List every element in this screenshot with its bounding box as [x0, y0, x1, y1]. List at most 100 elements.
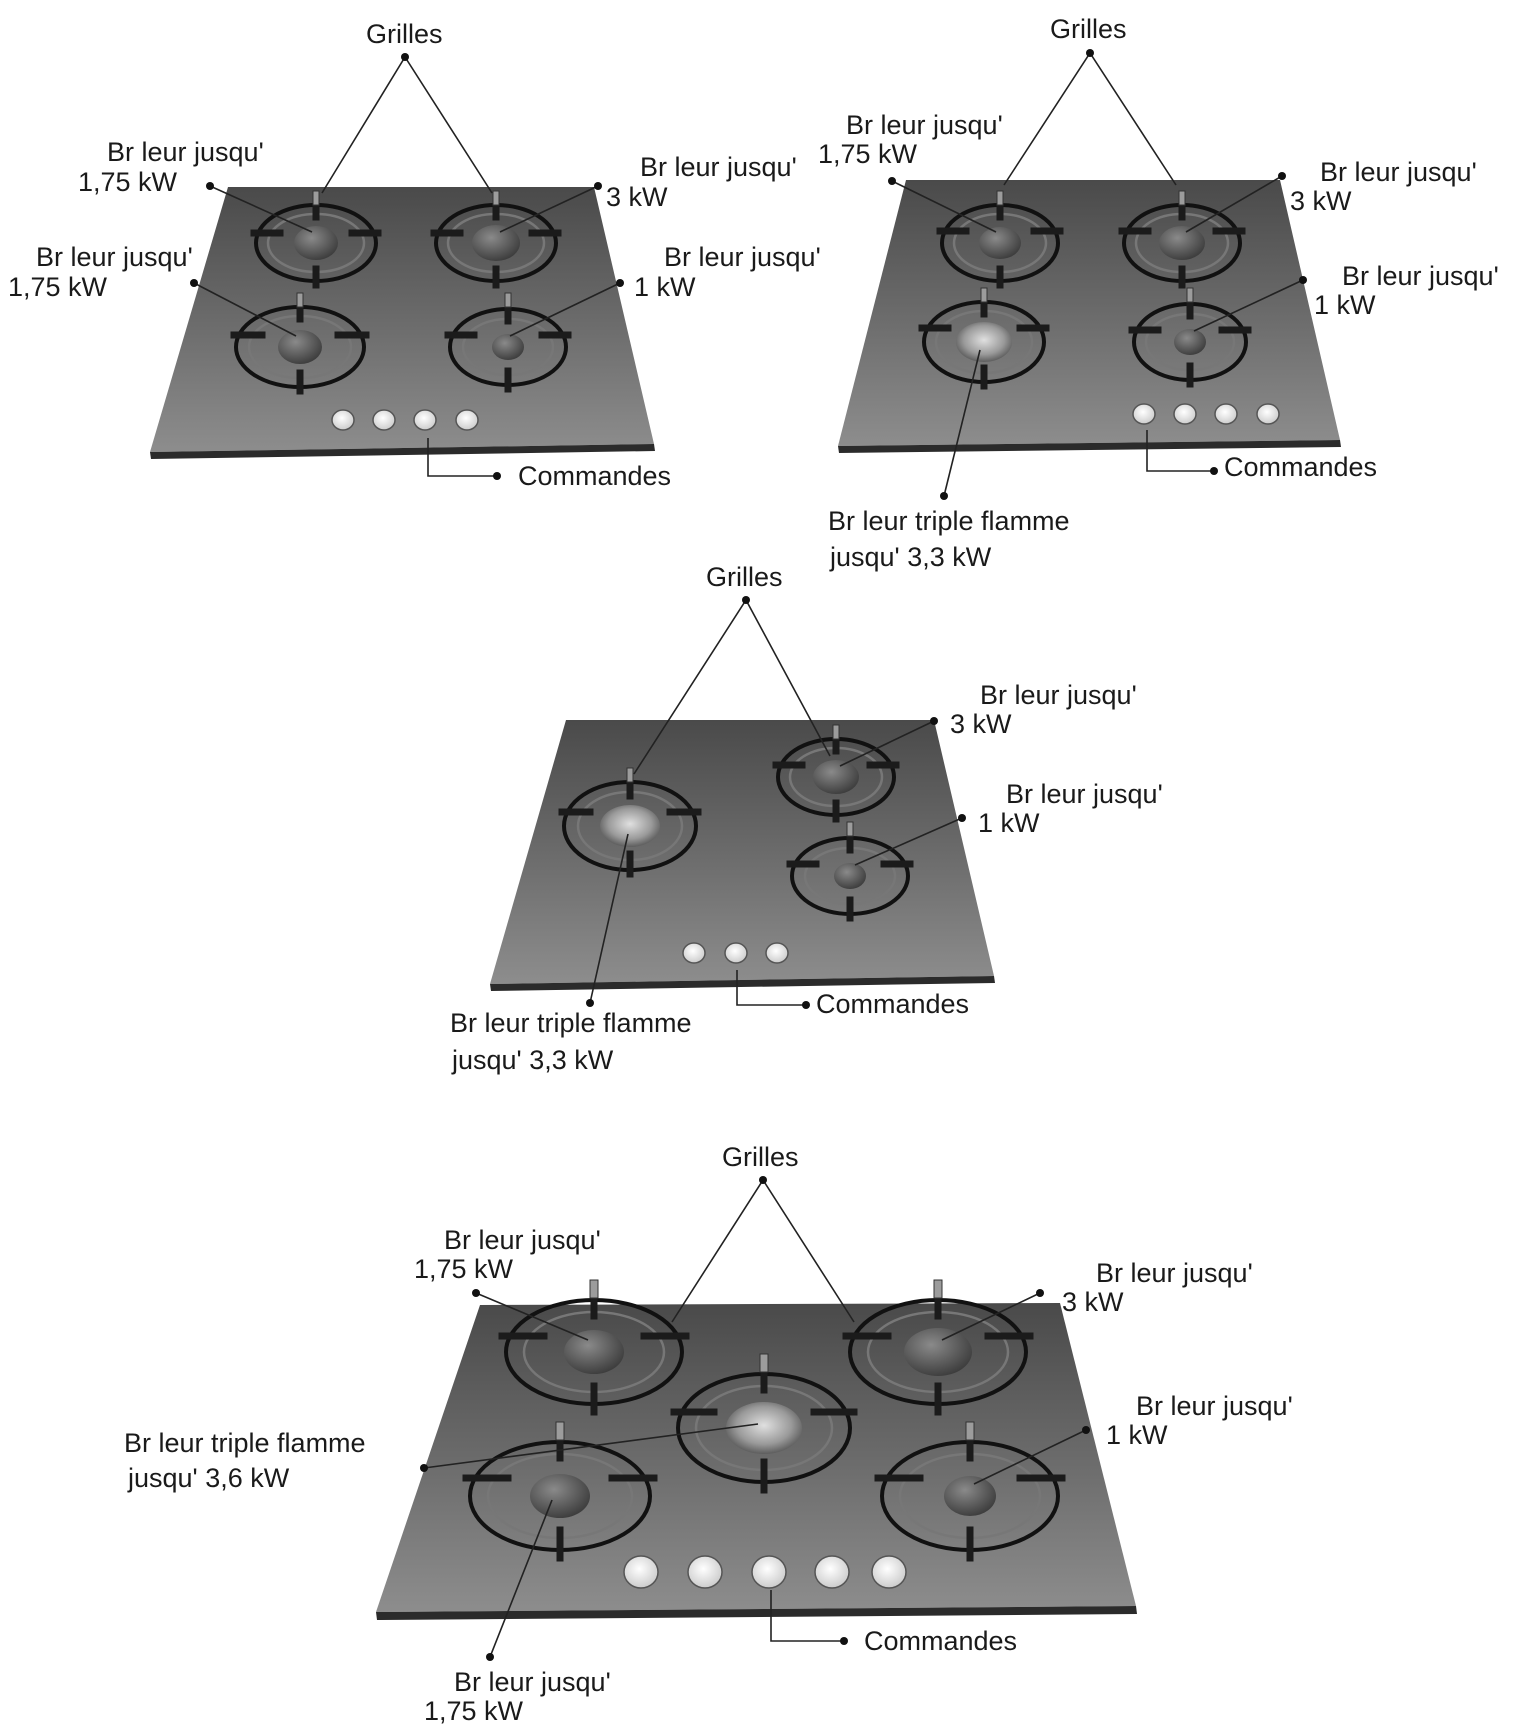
label-grilles: Grilles	[706, 562, 783, 592]
label-burner-tl: Br leur jusqu'1,75 kW	[78, 137, 264, 197]
control-knob[interactable]	[765, 942, 789, 964]
leader-grilles	[1003, 51, 1177, 186]
control-knob[interactable]	[1173, 403, 1197, 425]
leader-center	[423, 1423, 759, 1469]
leader-tr	[499, 185, 599, 233]
leader-bl	[489, 1499, 553, 1658]
leader-commandes	[1146, 430, 1214, 472]
leader-br	[1193, 279, 1304, 332]
leader-commandes	[427, 438, 497, 477]
control-knob[interactable]	[1256, 403, 1280, 425]
hob-front-edge	[150, 444, 655, 459]
burner-cap	[813, 760, 859, 794]
control-knob[interactable]	[623, 1555, 659, 1589]
burner-1-75kw	[230, 292, 370, 395]
burner-cap	[294, 226, 338, 260]
burner-3kw	[842, 1279, 1034, 1416]
leader-commandes	[770, 1590, 844, 1642]
label-grilles: Grilles	[722, 1142, 799, 1172]
burner-cap	[956, 322, 1012, 362]
burner-cap	[1159, 226, 1205, 260]
label-grilles: Grilles	[1050, 14, 1127, 44]
label-burner-tl: Br leur jusqu'1,75 kW	[414, 1225, 601, 1284]
label-commandes: Commandes	[518, 461, 671, 491]
burner-cap	[492, 334, 524, 360]
label-burner-mr: Br leur jusqu'1 kW	[1106, 1391, 1293, 1450]
control-knob[interactable]	[814, 1555, 850, 1589]
label-burner-bl: Br leur jusqu'1,75 kW	[8, 242, 193, 302]
leader-grilles	[321, 55, 493, 194]
hob-front-edge	[838, 440, 1341, 453]
control-knob[interactable]	[455, 409, 479, 431]
label-grilles: Grilles	[366, 19, 443, 49]
label-burner-br: Br leur jusqu'1 kW	[634, 242, 821, 302]
burner-3kw	[1118, 190, 1246, 289]
label-burner-tr: Br leur jusqu'3 kW	[1290, 157, 1477, 216]
burner-cap	[904, 1328, 972, 1376]
control-knob[interactable]	[413, 409, 437, 431]
control-knobs	[1132, 403, 1280, 425]
control-knobs	[682, 942, 789, 964]
leader-commandes	[736, 970, 806, 1006]
leader-tl	[891, 180, 997, 233]
hob-front-edge	[490, 976, 995, 991]
leader-tr	[1185, 175, 1283, 233]
label-burner-bl: Br leur jusqu'1,75 kW	[424, 1667, 611, 1726]
leader-br	[509, 282, 621, 337]
control-knob[interactable]	[372, 409, 396, 431]
burner-cap	[600, 805, 660, 847]
burner-cap	[278, 330, 322, 364]
burner-cap	[530, 1474, 590, 1518]
label-burner-tr: Br leur jusqu'3 kW	[1062, 1258, 1253, 1317]
burner-3kw	[430, 190, 562, 289]
burner-1-75kw	[462, 1421, 658, 1562]
control-knob[interactable]	[682, 942, 706, 964]
control-knobs	[331, 409, 479, 431]
control-knob[interactable]	[1132, 403, 1156, 425]
burner-triple-flame	[558, 767, 702, 878]
burner-1kw	[786, 821, 914, 922]
hob-diagram-4: Grilles Br leur jusqu'1,75 kW Br leur ju…	[124, 1142, 1293, 1726]
control-knob[interactable]	[724, 942, 748, 964]
burner-cap	[1174, 329, 1206, 355]
control-knob[interactable]	[331, 409, 355, 431]
control-knob[interactable]	[871, 1555, 907, 1589]
burner-cap	[472, 225, 520, 261]
label-burner-tl: Br leur jusqu'1,75 kW	[818, 110, 1003, 169]
label-commandes: Commandes	[816, 989, 969, 1019]
leader-mr	[854, 817, 963, 866]
burner-1kw	[1128, 287, 1252, 388]
burner-cap	[944, 1476, 996, 1516]
burner-triple-flame	[670, 1353, 858, 1494]
leader-left	[589, 833, 629, 1004]
leader-tr	[941, 1292, 1041, 1341]
burner-1-75kw	[936, 190, 1064, 289]
burner-cap	[564, 1330, 624, 1374]
leader-tr	[839, 720, 935, 767]
burner-triple-flame	[918, 287, 1050, 390]
label-burner-tr: Br leur jusqu'3 kW	[950, 680, 1137, 739]
label-commandes: Commandes	[864, 1626, 1017, 1656]
burner-1-75kw	[498, 1279, 690, 1416]
leader-bl	[193, 282, 297, 337]
label-burner-br: Br leur jusqu'1 kW	[1314, 261, 1499, 320]
control-knobs	[623, 1555, 907, 1589]
label-commandes: Commandes	[1224, 452, 1377, 482]
burner-1kw	[444, 292, 572, 393]
hob-glass-top	[150, 187, 654, 452]
leader-grilles	[671, 1178, 855, 1323]
leader-tl	[475, 1292, 589, 1341]
hob-front-edge	[376, 1606, 1137, 1620]
burner-3kw	[772, 724, 900, 823]
control-knob[interactable]	[751, 1555, 787, 1589]
leader-mr	[973, 1429, 1087, 1485]
hob-glass-top	[490, 720, 994, 984]
leader-bl	[943, 349, 981, 497]
control-knob[interactable]	[1214, 403, 1238, 425]
burner-cap	[726, 1402, 802, 1454]
control-knob[interactable]	[687, 1555, 723, 1589]
